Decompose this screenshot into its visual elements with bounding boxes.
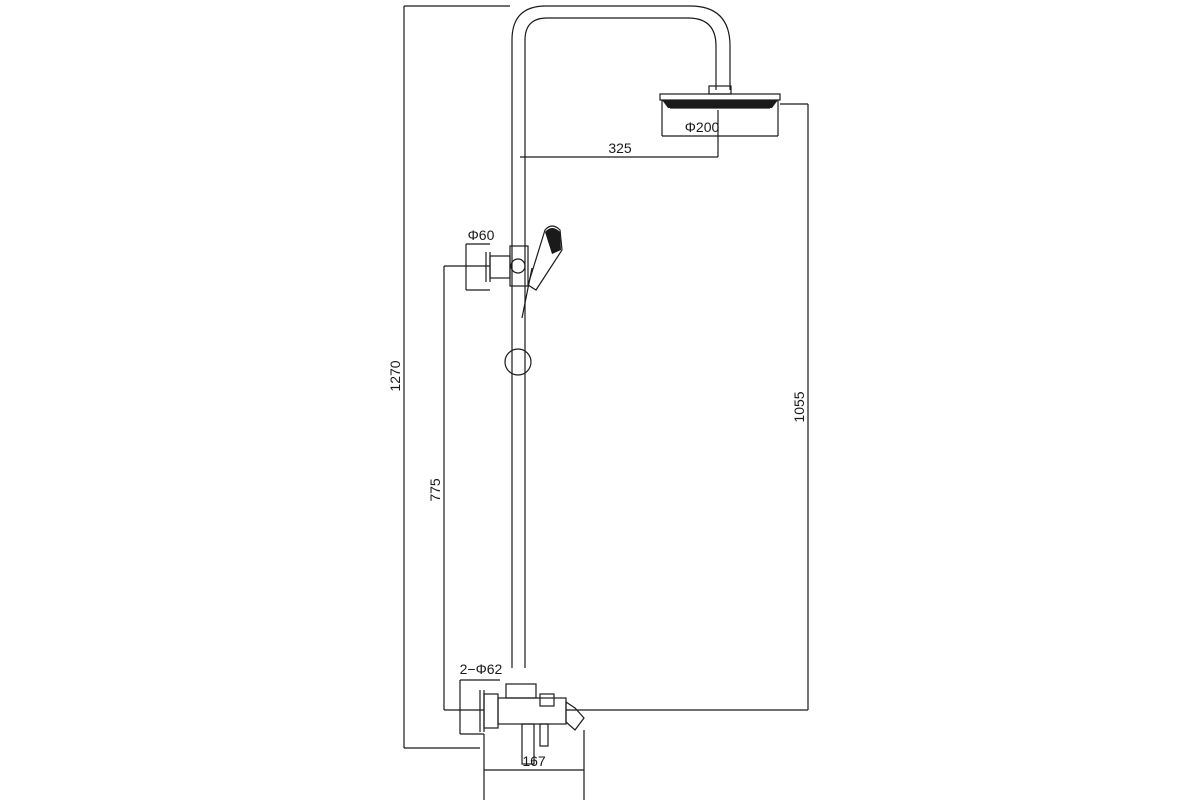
dimension-label-1055: 1055 — [791, 391, 807, 422]
dimension-label-handshower-diameter: Φ60 — [468, 227, 495, 243]
rain-shower-head — [659, 93, 781, 109]
rail-slider-ball — [504, 348, 532, 376]
thermostatic-mixer — [479, 683, 585, 765]
dimension-lines — [403, 5, 809, 800]
dimension-label-1270: 1270 — [387, 360, 403, 391]
dimension-label-775: 775 — [427, 478, 443, 502]
dimension-label-head-diameter: Φ200 — [685, 119, 720, 135]
dimension-label-167: 167 — [522, 753, 546, 769]
hand-shower-holder — [485, 245, 529, 287]
dimension-label-325: 325 — [608, 140, 632, 156]
hand-shower — [521, 225, 563, 319]
dimension-label-escutcheon-diameter: 2−Φ62 — [460, 661, 503, 677]
